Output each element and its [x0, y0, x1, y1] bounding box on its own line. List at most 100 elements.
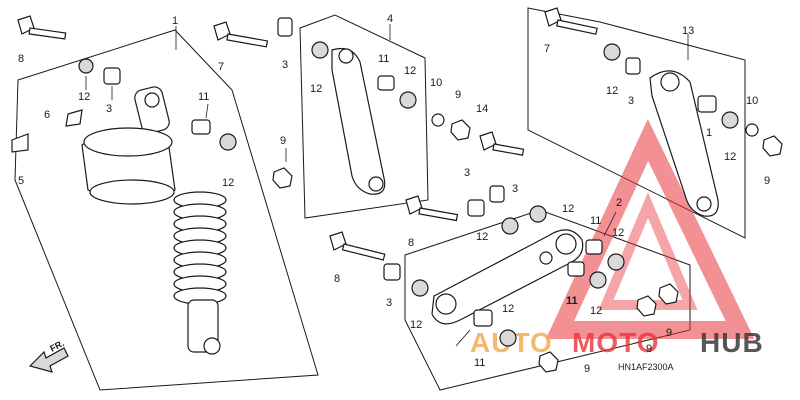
callout-12i: 12 — [410, 319, 422, 331]
seal-12d — [399, 91, 417, 109]
seal-12l — [589, 271, 607, 289]
bushing-11e — [585, 239, 603, 255]
callouts: 1 4 13 8 7 3 12 3 6 5 11 12 9 12 11 12 1… — [18, 13, 770, 375]
group-box-shock — [14, 29, 319, 391]
callout-5: 5 — [18, 175, 24, 187]
callout-12l: 12 — [590, 305, 602, 317]
collar-3b — [103, 67, 121, 85]
callout-11c: 1 — [706, 127, 712, 139]
callout-1: 1 — [172, 15, 178, 27]
shock-absorber — [81, 86, 227, 355]
callout-3f: 3 — [512, 183, 518, 195]
callout-14: 14 — [476, 103, 488, 115]
seal-12c — [311, 41, 329, 59]
front-direction-arrow: FR. — [28, 338, 69, 373]
callout-9a: 9 — [280, 135, 286, 147]
callout-9b: 9 — [455, 89, 461, 101]
callout-13: 13 — [682, 25, 694, 37]
callout-12f: 12 — [724, 151, 736, 163]
nut-9a — [272, 167, 293, 189]
leader-lines — [85, 24, 689, 347]
cushion-arm — [431, 229, 584, 325]
callout-12k: 12 — [612, 227, 624, 239]
bushing-11f — [567, 261, 585, 277]
label-tag-6 — [65, 109, 83, 127]
callout-4: 4 — [387, 13, 393, 25]
bolt-8a — [17, 15, 67, 40]
seal-12i — [411, 279, 429, 297]
callout-6: 6 — [44, 109, 50, 121]
collar-3a — [277, 17, 293, 37]
callout-12d: 12 — [404, 65, 416, 77]
seal-12f — [721, 111, 739, 129]
callout-3d: 3 — [628, 95, 634, 107]
bolt-14 — [479, 131, 525, 156]
callout-12b: 12 — [222, 177, 234, 189]
nut-9c — [762, 135, 783, 157]
callout-11d: 11 — [474, 357, 485, 369]
diagram-code: HN1AF2300A — [618, 362, 674, 372]
nut-9d — [538, 351, 559, 373]
watermark-logo: AUTO MOTO HUB — [470, 118, 764, 358]
cushion-link — [331, 47, 386, 195]
callout-9c: 9 — [764, 175, 770, 187]
nut-9b — [450, 119, 471, 141]
seal-12g — [501, 217, 519, 235]
watermark-moto: MOTO — [572, 327, 659, 358]
seal-12a — [78, 58, 94, 74]
callout-12e: 12 — [606, 85, 618, 97]
callout-3e: 3 — [464, 167, 470, 179]
washer-10a — [431, 113, 445, 127]
callout-9f: 9 — [646, 343, 652, 355]
bolt-7c — [544, 7, 598, 35]
seal-12e — [603, 43, 621, 61]
bushing-11b — [377, 75, 395, 91]
seal-12k — [607, 253, 625, 271]
callout-9d: 9 — [584, 363, 590, 375]
callout-7a: 7 — [218, 61, 224, 73]
callout-11b: 11 — [378, 53, 389, 65]
bushing-11d — [473, 309, 493, 327]
bolt-7a — [213, 21, 269, 48]
callout-11f: 11 — [566, 295, 578, 307]
callout-3b: 3 — [106, 103, 112, 115]
callout-12c: 12 — [310, 83, 322, 95]
bolt-8c — [329, 231, 386, 261]
bushing-11a — [191, 119, 211, 135]
callout-10b: 10 — [746, 95, 758, 107]
group-box-link — [299, 14, 429, 219]
collar-3e — [467, 199, 485, 217]
seal-12j — [499, 329, 517, 347]
collar-3d — [625, 57, 641, 75]
nut-9e — [658, 283, 679, 305]
callout-7c: 7 — [544, 43, 550, 55]
callout-11e: 11 — [590, 215, 601, 227]
bushing-11c — [697, 95, 717, 113]
callout-8c: 8 — [334, 273, 340, 285]
callout-12g: 12 — [476, 231, 488, 243]
callout-8b: 8 — [408, 237, 414, 249]
washer-10b — [745, 123, 759, 137]
callout-12a: 12 — [78, 91, 90, 103]
callout-3a: 3 — [282, 59, 288, 71]
callout-8a: 8 — [18, 53, 24, 65]
callout-12h: 12 — [562, 203, 574, 215]
watermark-hub: HUB — [700, 327, 764, 358]
nut-9f — [636, 295, 657, 317]
callout-12j: 12 — [502, 303, 514, 315]
callout-2: 2 — [616, 197, 622, 209]
collar-3g — [383, 263, 401, 281]
callout-9e: 9 — [666, 327, 672, 339]
cushion-rod — [649, 70, 719, 217]
shock-spring — [173, 191, 227, 305]
bolt-8b — [405, 195, 459, 222]
seal-12h — [529, 205, 547, 223]
group-box-rod — [527, 7, 746, 239]
collar-3f — [489, 185, 505, 203]
label-tag-5 — [11, 133, 29, 153]
callout-10a: 10 — [430, 77, 442, 89]
callout-3g: 3 — [386, 297, 392, 309]
seal-12b — [219, 133, 237, 151]
